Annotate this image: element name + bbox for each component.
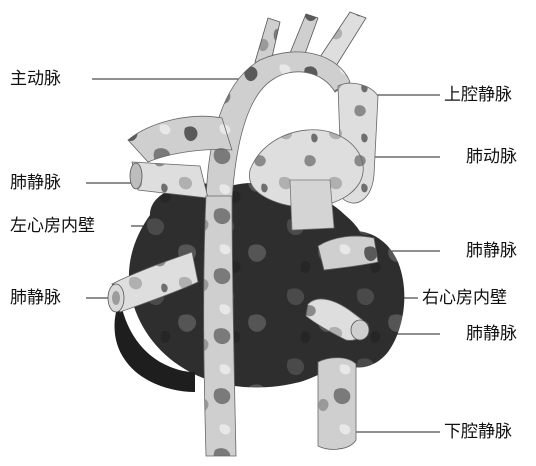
label-inferior-vena-cava: 下腔静脉 [444, 422, 512, 442]
label-right-atrium-wall: 右心房内壁 [422, 288, 507, 308]
pulmonary-vein-upper-left-shape [132, 162, 208, 198]
label-left-atrium-wall: 左心房内壁 [10, 216, 95, 236]
label-pulmonary-vein-right-upper: 肺静脉 [466, 241, 517, 261]
label-pulmonary-vein-right-lower: 肺静脉 [466, 324, 517, 344]
descending-aorta-shape [204, 196, 236, 456]
pulmonary-vein-lower-left-lumen [112, 291, 120, 305]
label-aorta: 主动脉 [10, 69, 61, 89]
inferior-vena-cava-shape [318, 358, 356, 450]
label-pulmonary-artery: 肺动脉 [466, 147, 517, 167]
pulmonary-trunk-base [290, 180, 334, 230]
pulmonary-vein-right-lower-opening [351, 320, 369, 340]
label-pulmonary-vein-lower-left: 肺静脉 [10, 288, 61, 308]
label-superior-vena-cava: 上腔静脉 [444, 85, 512, 105]
label-pulmonary-vein-upper-left: 肺静脉 [10, 173, 61, 193]
pulmonary-vein-upper-left-opening [130, 163, 142, 189]
